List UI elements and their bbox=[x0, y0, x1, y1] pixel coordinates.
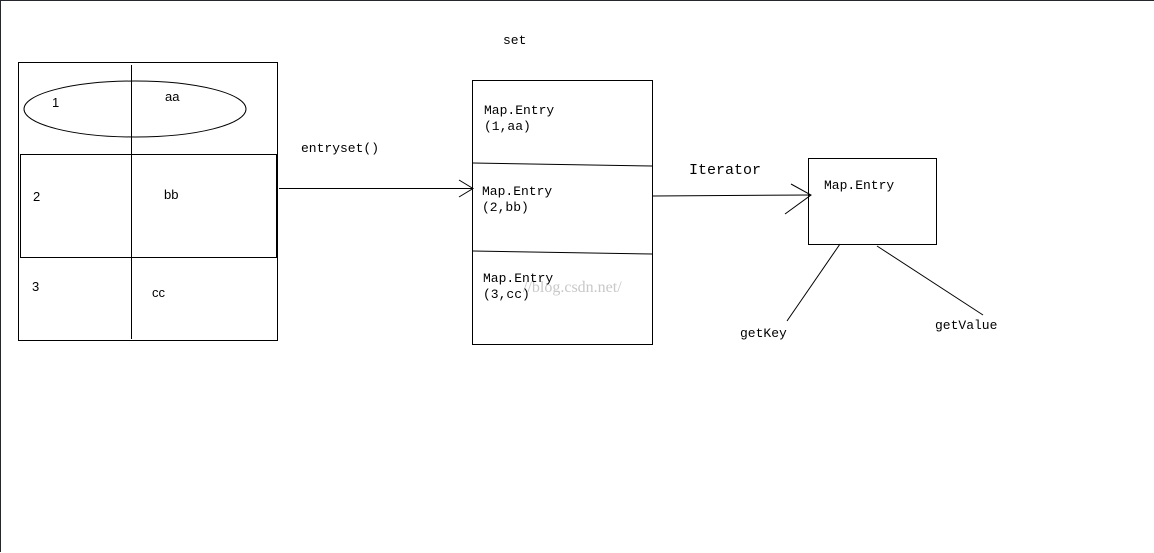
iterator-label: Iterator bbox=[689, 162, 762, 179]
getvalue-label: getValue bbox=[935, 318, 998, 333]
map-entry-box bbox=[808, 158, 937, 245]
set-entry-1-pair: (1,aa) bbox=[484, 119, 531, 134]
entryset-arrow bbox=[279, 179, 474, 198]
set-box-divider-1 bbox=[472, 162, 653, 167]
watermark-text: //blog.csdn.net/ bbox=[523, 279, 622, 296]
entryset-label: entryset() bbox=[301, 141, 380, 156]
map-value-1: aa bbox=[165, 89, 180, 104]
iterator-arrow bbox=[652, 183, 812, 215]
map-table bbox=[18, 62, 278, 341]
getvalue-line bbox=[876, 245, 984, 316]
set-entry-2-type: Map.Entry bbox=[482, 184, 553, 199]
set-title: set bbox=[503, 33, 527, 48]
set-entry-2-pair: (2,bb) bbox=[482, 200, 529, 215]
map-key-3: 3 bbox=[32, 279, 40, 294]
set-entry-1-type: Map.Entry bbox=[484, 103, 555, 118]
set-box bbox=[472, 80, 653, 345]
map-value-2: bb bbox=[164, 187, 179, 202]
set-box-border bbox=[472, 80, 653, 345]
map-entry-label: Map.Entry bbox=[824, 178, 895, 193]
map-row-1-highlight-ellipse bbox=[23, 80, 247, 138]
getkey-line bbox=[786, 243, 841, 322]
map-key-1: 1 bbox=[52, 95, 60, 110]
map-key-2: 2 bbox=[33, 189, 41, 204]
set-box-divider-2 bbox=[472, 250, 653, 255]
map-table-border bbox=[18, 62, 278, 341]
map-value-3: cc bbox=[152, 285, 165, 300]
set-entry-3-type: Map.Entry bbox=[483, 271, 554, 286]
set-entry-3-pair: (3,cc) bbox=[483, 287, 530, 302]
map-row-2-highlight-box bbox=[20, 154, 277, 258]
getkey-label: getKey bbox=[740, 326, 787, 341]
